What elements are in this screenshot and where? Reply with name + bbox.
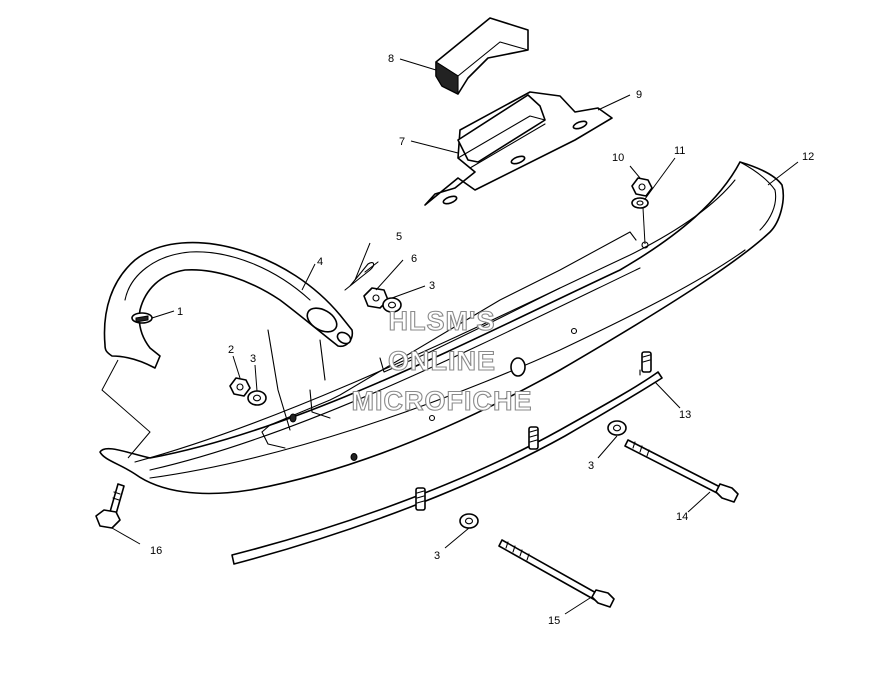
- wear-bar-stud-1: [415, 487, 426, 511]
- wear-bar-stud-3: [641, 351, 652, 373]
- watermark-line-2: ONLINE: [388, 346, 496, 376]
- callout-3-a: 3: [250, 353, 256, 365]
- wear-bar-stud-2: [528, 426, 539, 450]
- ski-handle: [103, 241, 354, 431]
- handle-cap: [131, 312, 153, 324]
- saddle-bracket: [424, 91, 613, 206]
- callout-5: 5: [396, 231, 402, 243]
- bolt-front: [95, 483, 125, 529]
- callout-12: 12: [802, 151, 814, 163]
- callout-3-b: 3: [429, 280, 435, 292]
- callout-9: 9: [636, 89, 642, 101]
- wear-bar: [231, 369, 663, 565]
- hex-nut-right: [631, 177, 653, 197]
- callout-4: 4: [317, 256, 323, 268]
- callout-10: 10: [612, 152, 624, 164]
- callout-8: 8: [388, 53, 394, 65]
- watermark-line-1: HLSM'S: [389, 306, 496, 336]
- callout-15: 15: [548, 615, 560, 627]
- callout-3-d: 3: [434, 550, 440, 562]
- ski-body: [99, 161, 785, 495]
- callout-6: 6: [411, 253, 417, 265]
- callout-13: 13: [679, 409, 691, 421]
- callout-14: 14: [676, 511, 688, 523]
- callout-16: 16: [150, 545, 162, 557]
- callout-3-c: 3: [588, 460, 594, 472]
- callout-2: 2: [228, 344, 234, 356]
- cotter-pin: [344, 261, 379, 291]
- callout-1: 1: [177, 306, 183, 318]
- watermark-line-3: MICROFICHE: [352, 386, 533, 416]
- callout-labels: 1 2 3 3 3 3 4 5 6 7 8 9 10 11 12 13 14 1…: [150, 53, 814, 627]
- washer-upper: [382, 297, 402, 313]
- spindle-saddle: [435, 17, 529, 95]
- washer-right: [607, 420, 627, 436]
- callout-11: 11: [674, 145, 685, 157]
- lock-washer-right: [631, 197, 649, 209]
- leader-lines: [101, 58, 799, 615]
- washer-left: [247, 390, 267, 406]
- callout-7: 7: [399, 136, 405, 148]
- hex-nut-left: [229, 377, 251, 397]
- bolt-lower: [498, 539, 615, 608]
- washer-lower: [459, 513, 479, 529]
- bolt-right: [624, 439, 739, 503]
- watermark: HLSM'S ONLINE MICROFICHE: [351, 305, 533, 416]
